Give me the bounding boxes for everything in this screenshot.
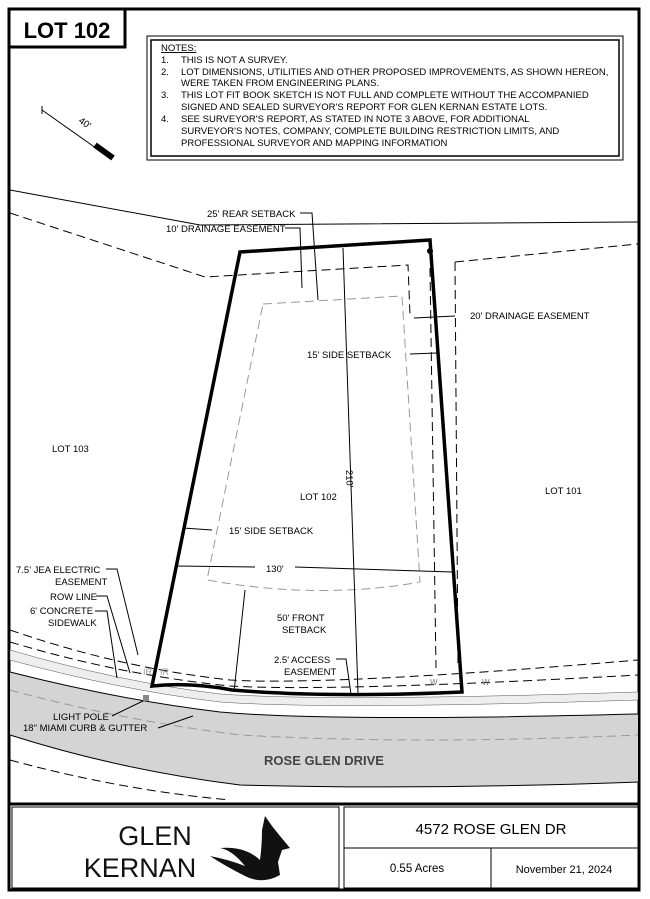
lot-102-label: LOT 102 (300, 492, 337, 503)
note-4-cont2: PROFESSIONAL SURVEYOR AND MAPPING INFORM… (181, 138, 448, 149)
note-1: THIS IS NOT A SURVEY. (181, 55, 288, 66)
water-label: W (430, 678, 438, 687)
note-2-cont: WERE TAKEN FROM ENGINEERING PLANS. (181, 78, 379, 89)
date: November 21, 2024 (516, 864, 613, 876)
access-easement-label: 2.5' ACCESS (274, 655, 330, 666)
sheet-border (7, 7, 641, 892)
building-envelope (206, 295, 421, 592)
note-4: SEE SURVEYOR'S REPORT, AS STATED IN NOTE… (181, 114, 529, 125)
front-setback-label-2: SETBACK (282, 625, 327, 636)
note-4-number: 4. (161, 114, 169, 125)
rear-setback-label: 25' REAR SETBACK (207, 209, 296, 220)
side-drainage-label: 20' DRAINAGE EASEMENT (470, 311, 590, 322)
notes-box: NOTES: 1. THIS IS NOT A SURVEY. 2. LOT D… (146, 35, 624, 161)
note-2: LOT DIMENSIONS, UTILITIES AND OTHER PROP… (181, 67, 608, 78)
note-3: THIS LOT FIT BOOK SKETCH IS NOT FULL AND… (181, 90, 589, 101)
access-easement-label-2: EASEMENT (284, 667, 336, 678)
right-side-setback-label: 15' SIDE SETBACK (307, 350, 392, 361)
left-side-setback-label: 15' SIDE SETBACK (229, 526, 314, 537)
depth-dimension: 210' (343, 470, 355, 488)
sidewalk (9, 649, 639, 706)
light-pole-icon (143, 695, 149, 701)
lot-title: LOT 102 (24, 18, 111, 43)
lot-boundary (149, 238, 464, 697)
fox-logo-icon (210, 816, 290, 881)
scale-label: 40' (76, 115, 93, 131)
road-surface (10, 672, 638, 787)
iron-rod-label: IR (143, 667, 153, 677)
acreage: 0.55 Acres (390, 863, 445, 875)
note-3-cont: SIGNED AND SEALED SURVEYOR'S REPORT FOR … (181, 102, 547, 113)
logo-text-kernan: KERNAN (84, 853, 197, 883)
lot-103-label: LOT 103 (52, 444, 89, 455)
lot-title-box (7, 7, 127, 49)
light-pole-label: LIGHT POLE (53, 712, 109, 723)
logo-text-glen: GLEN (118, 821, 192, 851)
note-2-number: 2. (161, 67, 169, 78)
note-4-cont: SURVEYOR'S NOTES, COMPANY, COMPLETE BUIL… (181, 126, 559, 137)
jea-easement-label-2: EASEMENT (55, 577, 107, 588)
sidewalk-label-2: SIDEWALK (48, 618, 97, 629)
lot-101-label: LOT 101 (545, 486, 582, 497)
sidewalk-label: 6' CONCRETE (30, 606, 93, 617)
jea-easement-label: 7.5' JEA ELECTRIC (16, 565, 100, 576)
notes-heading: NOTES: (161, 43, 196, 54)
note-3-number: 3. (161, 90, 169, 101)
width-dimension: 130' (266, 564, 284, 575)
scale-bar: 40' (41, 106, 115, 161)
curb-label: 18" MIAMI CURB & GUTTER (23, 723, 147, 734)
note-1-number: 1. (161, 55, 169, 66)
front-setback-label: 50' FRONT (277, 613, 325, 624)
water-label-2: W (482, 678, 490, 687)
address: 4572 ROSE GLEN DR (416, 821, 567, 838)
rear-drainage-label: 10' DRAINAGE EASEMENT (166, 224, 286, 235)
street-name: ROSE GLEN DRIVE (264, 753, 384, 768)
iron-rod-label-2: IR (160, 667, 170, 677)
row-line-label: ROW LINE (50, 592, 97, 603)
